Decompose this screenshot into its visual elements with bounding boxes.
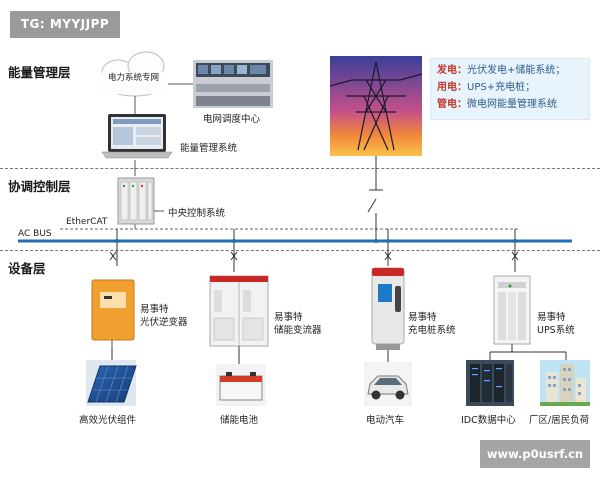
factory-label: 厂区/居民负荷 [529,415,590,426]
layer-divider-1 [0,168,600,169]
ems-label: 能量管理系统 [180,143,238,154]
idc-server-room-image [466,360,514,406]
idc-label: IDC数据中心 [461,415,516,426]
legend-key-generation: 发电： [437,65,467,76]
ups-name: UPS系统 [537,325,575,336]
legend-row-management: 管电：微电网能量管理系统 [437,96,589,113]
legend-value-management: 微电网能量管理系统 [467,99,557,110]
legend-key-consumption: 用电： [437,82,467,93]
ups-label: 易事特 UPS系统 [537,311,575,337]
watermark-top: TG: MYYJJPP [10,11,120,38]
legend-value-consumption: UPS+充电桩； [467,82,536,93]
ac-bus-label: AC BUS [18,229,52,239]
dispatch-center-label: 电网调度中心 [203,114,261,125]
storage-converter-name: 储能变流器 [274,325,322,336]
pv-inverter-brand: 易事特 [140,304,169,315]
plc-controller-icon [117,177,155,225]
storage-converter-label: 易事特 储能变流器 [274,311,322,337]
cloud-icon [101,51,168,97]
legend-row-generation: 发电：光伏发电+储能系统； [437,62,589,79]
layer-label-coordination: 协调控制层 [8,179,71,194]
ethercat-label: EtherCAT [66,217,108,227]
laptop-icon [101,114,173,159]
charger-name: 充电桩系统 [408,325,456,336]
legend-value-generation: 光伏发电+储能系统； [467,65,566,76]
watermark-bottom: www.p0usrf.cn [480,440,590,468]
layer-divider-2 [0,250,600,251]
legend-box: 发电：光伏发电+储能系统； 用电：UPS+充电桩； 管电：微电网能量管理系统 [430,58,590,120]
pv-inverter-label: 易事特 光伏逆变器 [140,303,188,329]
pv-module-image [86,360,137,406]
storage-converter-icon [209,275,269,347]
charger-label: 易事特 充电桩系统 [408,311,456,337]
ev-car-image [364,362,412,406]
charger-brand: 易事特 [408,312,437,323]
battery-image [216,364,266,406]
pv-inverter-icon [91,279,135,348]
legend-row-consumption: 用电：UPS+充电桩； [437,79,589,96]
grid-switch [367,156,383,241]
layer-label-energy: 能量管理层 [8,65,71,80]
layer-label-device: 设备层 [8,261,46,276]
power-grid-tower-image [329,56,423,156]
battery-label: 储能电池 [220,415,259,426]
ups-cabinet-icon [493,275,531,345]
control-room-image [193,60,273,108]
storage-converter-brand: 易事特 [274,312,303,323]
ev-label: 电动汽车 [366,415,405,426]
feeder-lines [109,229,519,272]
cloud-label: 电力系统专网 [108,73,160,83]
factory-residential-image [540,360,590,406]
pv-module-label: 高效光伏组件 [79,415,137,426]
pv-inverter-name: 光伏逆变器 [140,317,188,328]
central-control-label: 中央控制系统 [168,208,226,219]
legend-key-management: 管电： [437,99,467,110]
charging-pile-icon [371,267,405,350]
ups-brand: 易事特 [537,312,566,323]
